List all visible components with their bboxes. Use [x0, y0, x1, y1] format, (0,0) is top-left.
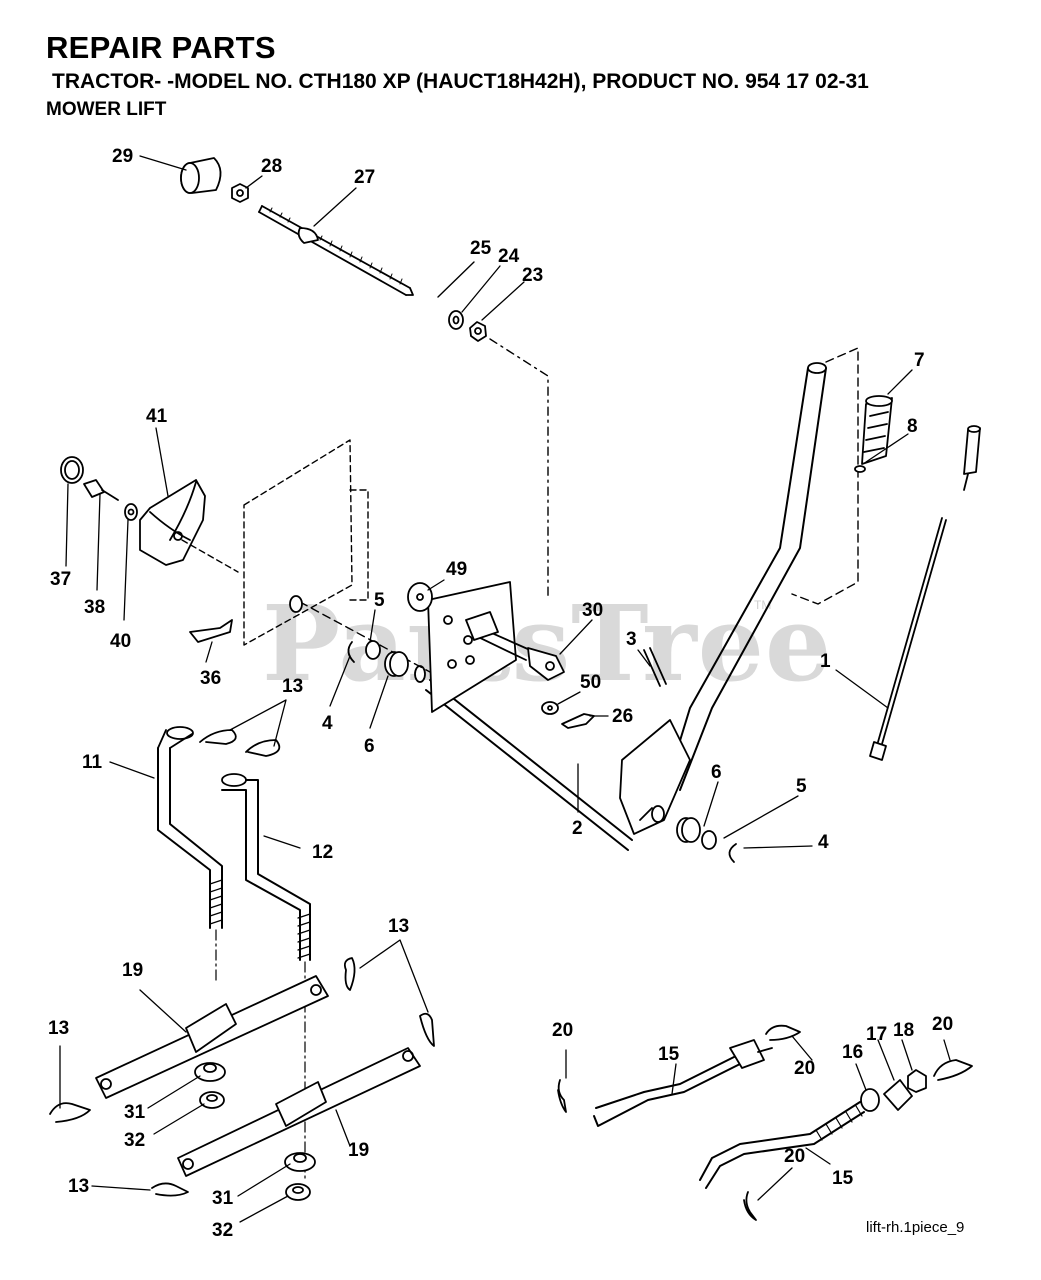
callout-23: 23: [522, 265, 543, 286]
callout-36: 36: [200, 668, 221, 689]
part-1-cable: [869, 425, 981, 761]
part-5-washer-right: [701, 830, 717, 850]
part-19-lift-arm-lower: [177, 1047, 421, 1177]
callout-1: 1: [820, 651, 831, 672]
callout-11: 11: [82, 752, 103, 773]
part-7-grip: [861, 395, 893, 465]
callout-15-b: 15: [832, 1168, 854, 1189]
part-17-trunnion: [883, 1079, 913, 1111]
callout-32: 32: [124, 1130, 145, 1151]
callout-32-b: 32: [212, 1220, 233, 1241]
leader-lines: [59, 155, 951, 1223]
callout-20-b: 20: [794, 1058, 815, 1079]
callout-28: 28: [261, 156, 282, 177]
part-15-rod-upper: [593, 1039, 773, 1127]
part-40-washer: [124, 503, 138, 521]
callout-19: 19: [122, 960, 143, 981]
callout-30: 30: [582, 600, 603, 621]
callout-29: 29: [112, 146, 133, 167]
watermark: PartsTree: [262, 582, 833, 705]
callout-5: 5: [374, 590, 385, 611]
callout-3: 3: [626, 629, 637, 650]
page-title: REPAIR PARTS: [46, 30, 276, 65]
part-37-ring: [60, 456, 84, 484]
part-27-threaded-rod: [258, 205, 414, 296]
callout-31-b: 31: [212, 1188, 234, 1209]
callout-17: 17: [866, 1024, 887, 1045]
part-6-bushing-right: [676, 817, 701, 843]
part-4-ring: [347, 641, 355, 663]
callout-26: 26: [612, 706, 633, 727]
callout-7: 7: [914, 350, 925, 371]
part-12-lift-link: [221, 773, 311, 961]
part-16-washer: [860, 1088, 880, 1112]
callout-50: 50: [580, 672, 601, 693]
part-3-pin: [643, 647, 667, 687]
callout-20-d: 20: [784, 1146, 805, 1167]
callout-6: 6: [364, 736, 375, 757]
part-38-screw: [83, 479, 119, 501]
callout-13-b: 13: [388, 916, 409, 937]
part-26-hairpin: [561, 713, 595, 729]
lift-lever: [619, 362, 827, 835]
part-18-nut: [907, 1069, 927, 1093]
callout-25: 25: [470, 238, 492, 259]
callout-5-right: 5: [796, 776, 807, 797]
part-49-washer: [407, 582, 433, 612]
callout-24: 24: [498, 246, 520, 267]
part-15-rod-lower: [699, 1101, 865, 1189]
part-8-ring: [854, 465, 866, 473]
part-6-bushing: [384, 651, 409, 677]
model-line: TRACTOR- -MODEL NO. CTH180 XP (HAUCT18H4…: [52, 70, 869, 93]
part-19-lift-arm-upper: [95, 975, 329, 1099]
part-32-nut-lower: [285, 1183, 311, 1201]
part-5-washer: [365, 640, 381, 660]
section-title: MOWER LIFT: [46, 99, 167, 120]
callout-12: 12: [312, 842, 333, 863]
callout-27: 27: [354, 167, 375, 188]
part-13-clips-upper: [199, 729, 281, 757]
callout-20: 20: [552, 1020, 573, 1041]
callout-6-right: 6: [711, 762, 722, 783]
callout-31: 31: [124, 1102, 146, 1123]
part-2-lift-shaft: [414, 581, 633, 851]
callout-13: 13: [282, 676, 303, 697]
part-11-lift-link: [157, 726, 223, 929]
callout-4-right: 4: [818, 832, 829, 853]
part-36-clip: [189, 619, 233, 643]
callout-13-d: 13: [68, 1176, 89, 1197]
callout-labels: 29 28 27 25 24 23 7 8 41 49 30 37 38 40 …: [48, 146, 953, 1241]
part-29-knob: [180, 157, 222, 194]
part-50-washer: [541, 701, 559, 715]
callout-4: 4: [322, 713, 333, 734]
callout-13-c: 13: [48, 1018, 69, 1039]
drawing-reference: lift-rh.1piece_9: [866, 1219, 965, 1236]
callout-19-b: 19: [348, 1140, 369, 1161]
part-31-spacer-lower: [284, 1152, 316, 1172]
part-23-nut: [469, 321, 487, 342]
part-4-ring-right: [728, 843, 737, 863]
callout-18: 18: [893, 1020, 914, 1041]
part-32-nut-upper: [199, 1091, 225, 1109]
part-30-trunnion: [465, 611, 565, 681]
part-20-clips: [557, 1024, 973, 1221]
callout-15: 15: [658, 1044, 680, 1065]
mounting-panel: [181, 439, 369, 646]
callout-8: 8: [907, 416, 918, 437]
callout-41: 41: [146, 406, 168, 427]
part-24-washer: [448, 310, 464, 330]
part-41-bracket: [139, 479, 206, 566]
callout-2: 2: [572, 818, 583, 839]
callout-37: 37: [50, 569, 71, 590]
callout-16: 16: [842, 1042, 863, 1063]
callout-38: 38: [84, 597, 105, 618]
callout-20-c: 20: [932, 1014, 953, 1035]
callout-40: 40: [110, 631, 131, 652]
part-28-nut: [231, 183, 249, 203]
part-31-spacer-upper: [194, 1062, 226, 1082]
callout-49: 49: [446, 559, 467, 580]
